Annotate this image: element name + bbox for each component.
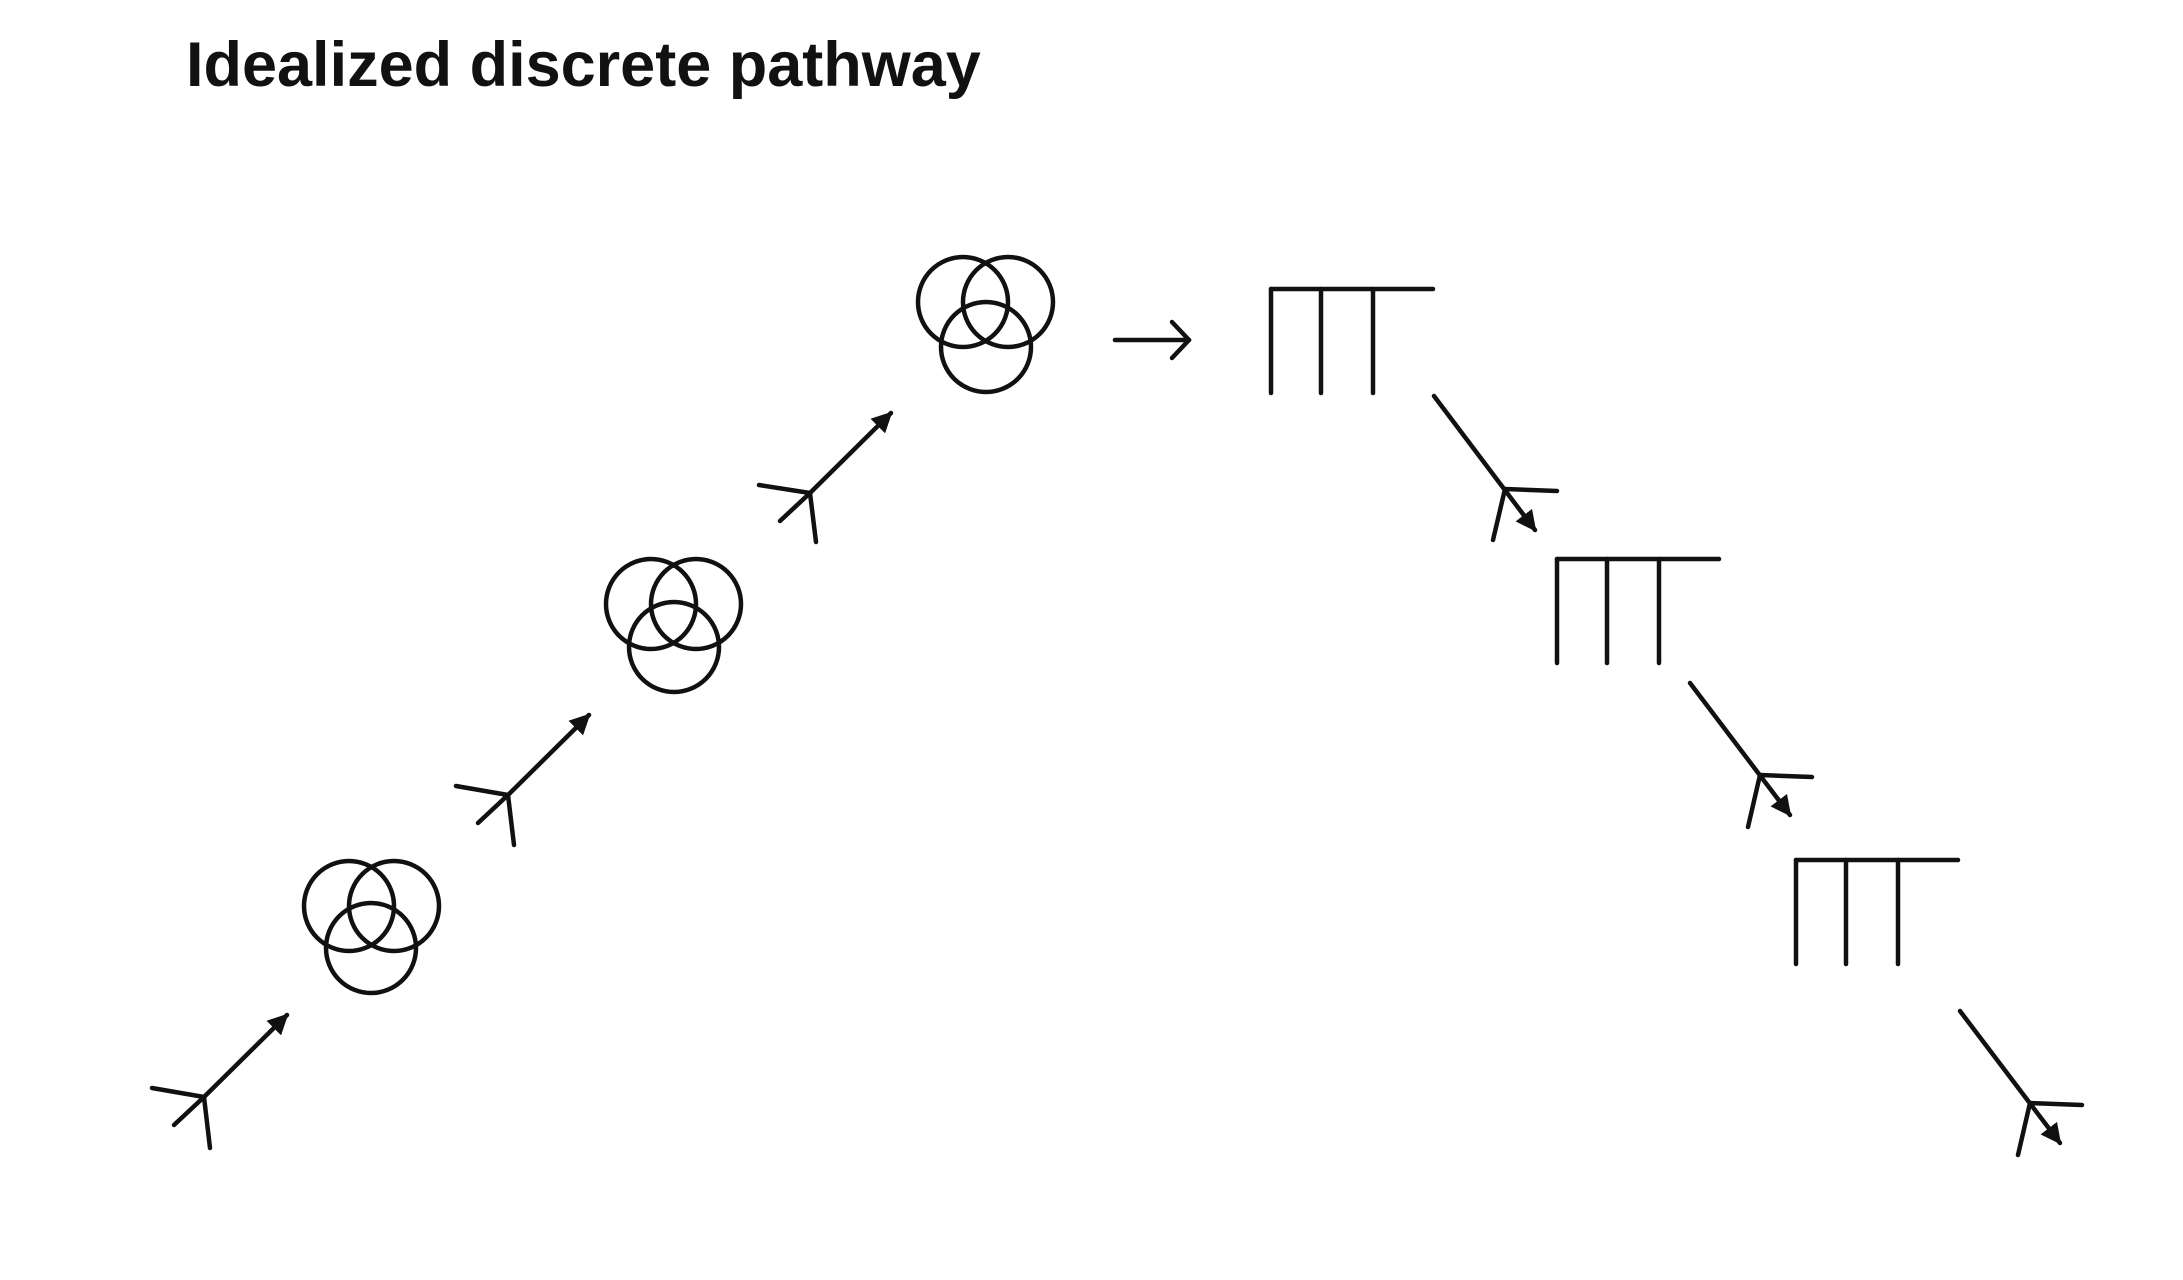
branch-arrow-shaft: [807, 410, 894, 496]
descending-branch-arrow-2: [1687, 680, 1815, 830]
branch-arrow-tick: [171, 1094, 207, 1128]
cluster-circle-bottom: [626, 599, 722, 695]
pathway-layer: [149, 254, 2085, 1158]
cluster-circle-right: [960, 254, 1056, 350]
branch-arrow-shaft: [201, 1012, 290, 1100]
diagram-title: Idealized discrete pathway: [186, 30, 981, 100]
branch-arrow-left-barb: [149, 1085, 207, 1100]
right-arrow: [1112, 319, 1192, 361]
comb-bracket-1: [1268, 286, 1436, 396]
branch-arrow-left-barb: [1490, 486, 1508, 543]
comb-bracket-3: [1793, 857, 1961, 967]
circle-cluster-1: [301, 858, 442, 996]
branch-arrow-lower-barb: [201, 1094, 213, 1151]
branch-arrow-right-barb: [2027, 1100, 2085, 1108]
ascending-branch-arrow-1: [149, 1012, 290, 1151]
circle-cluster-3: [915, 254, 1056, 395]
ascending-branch-arrow-2: [453, 712, 592, 848]
cluster-circle-bottom: [323, 900, 419, 996]
branch-arrow-shaft: [505, 712, 592, 798]
branch-arrow-lower-barb: [505, 792, 517, 848]
cluster-circle-left: [915, 254, 1011, 350]
descending-branch-arrow-3: [1957, 1008, 2085, 1158]
branch-arrow-left-barb: [1745, 772, 1763, 830]
cluster-circle-left: [301, 858, 397, 954]
cluster-circle-right: [648, 556, 744, 652]
branch-arrow-tick: [777, 490, 813, 524]
branch-arrow-left-barb: [756, 482, 813, 496]
branch-arrow-left-barb: [2015, 1100, 2033, 1158]
branch-arrow-shaft: [1431, 393, 1538, 533]
cluster-circle-left: [603, 556, 699, 652]
branch-arrow-right-barb: [1502, 486, 1560, 494]
cluster-circle-bottom: [938, 299, 1034, 395]
branch-arrow-left-barb: [453, 783, 511, 798]
right-arrow-head: [1169, 319, 1192, 361]
branch-arrow-shaft: [1687, 680, 1793, 818]
ascending-branch-arrow-3: [756, 410, 894, 545]
branch-arrow-shaft: [1957, 1008, 2063, 1146]
branch-arrow-right-barb: [1757, 772, 1815, 780]
branch-arrow-lower-barb: [807, 490, 819, 545]
cluster-circle-right: [346, 858, 442, 954]
comb-bracket-2: [1554, 556, 1722, 666]
descending-branch-arrow-1: [1431, 393, 1560, 543]
branch-arrow-tick: [475, 792, 511, 826]
circle-cluster-2: [603, 556, 744, 695]
